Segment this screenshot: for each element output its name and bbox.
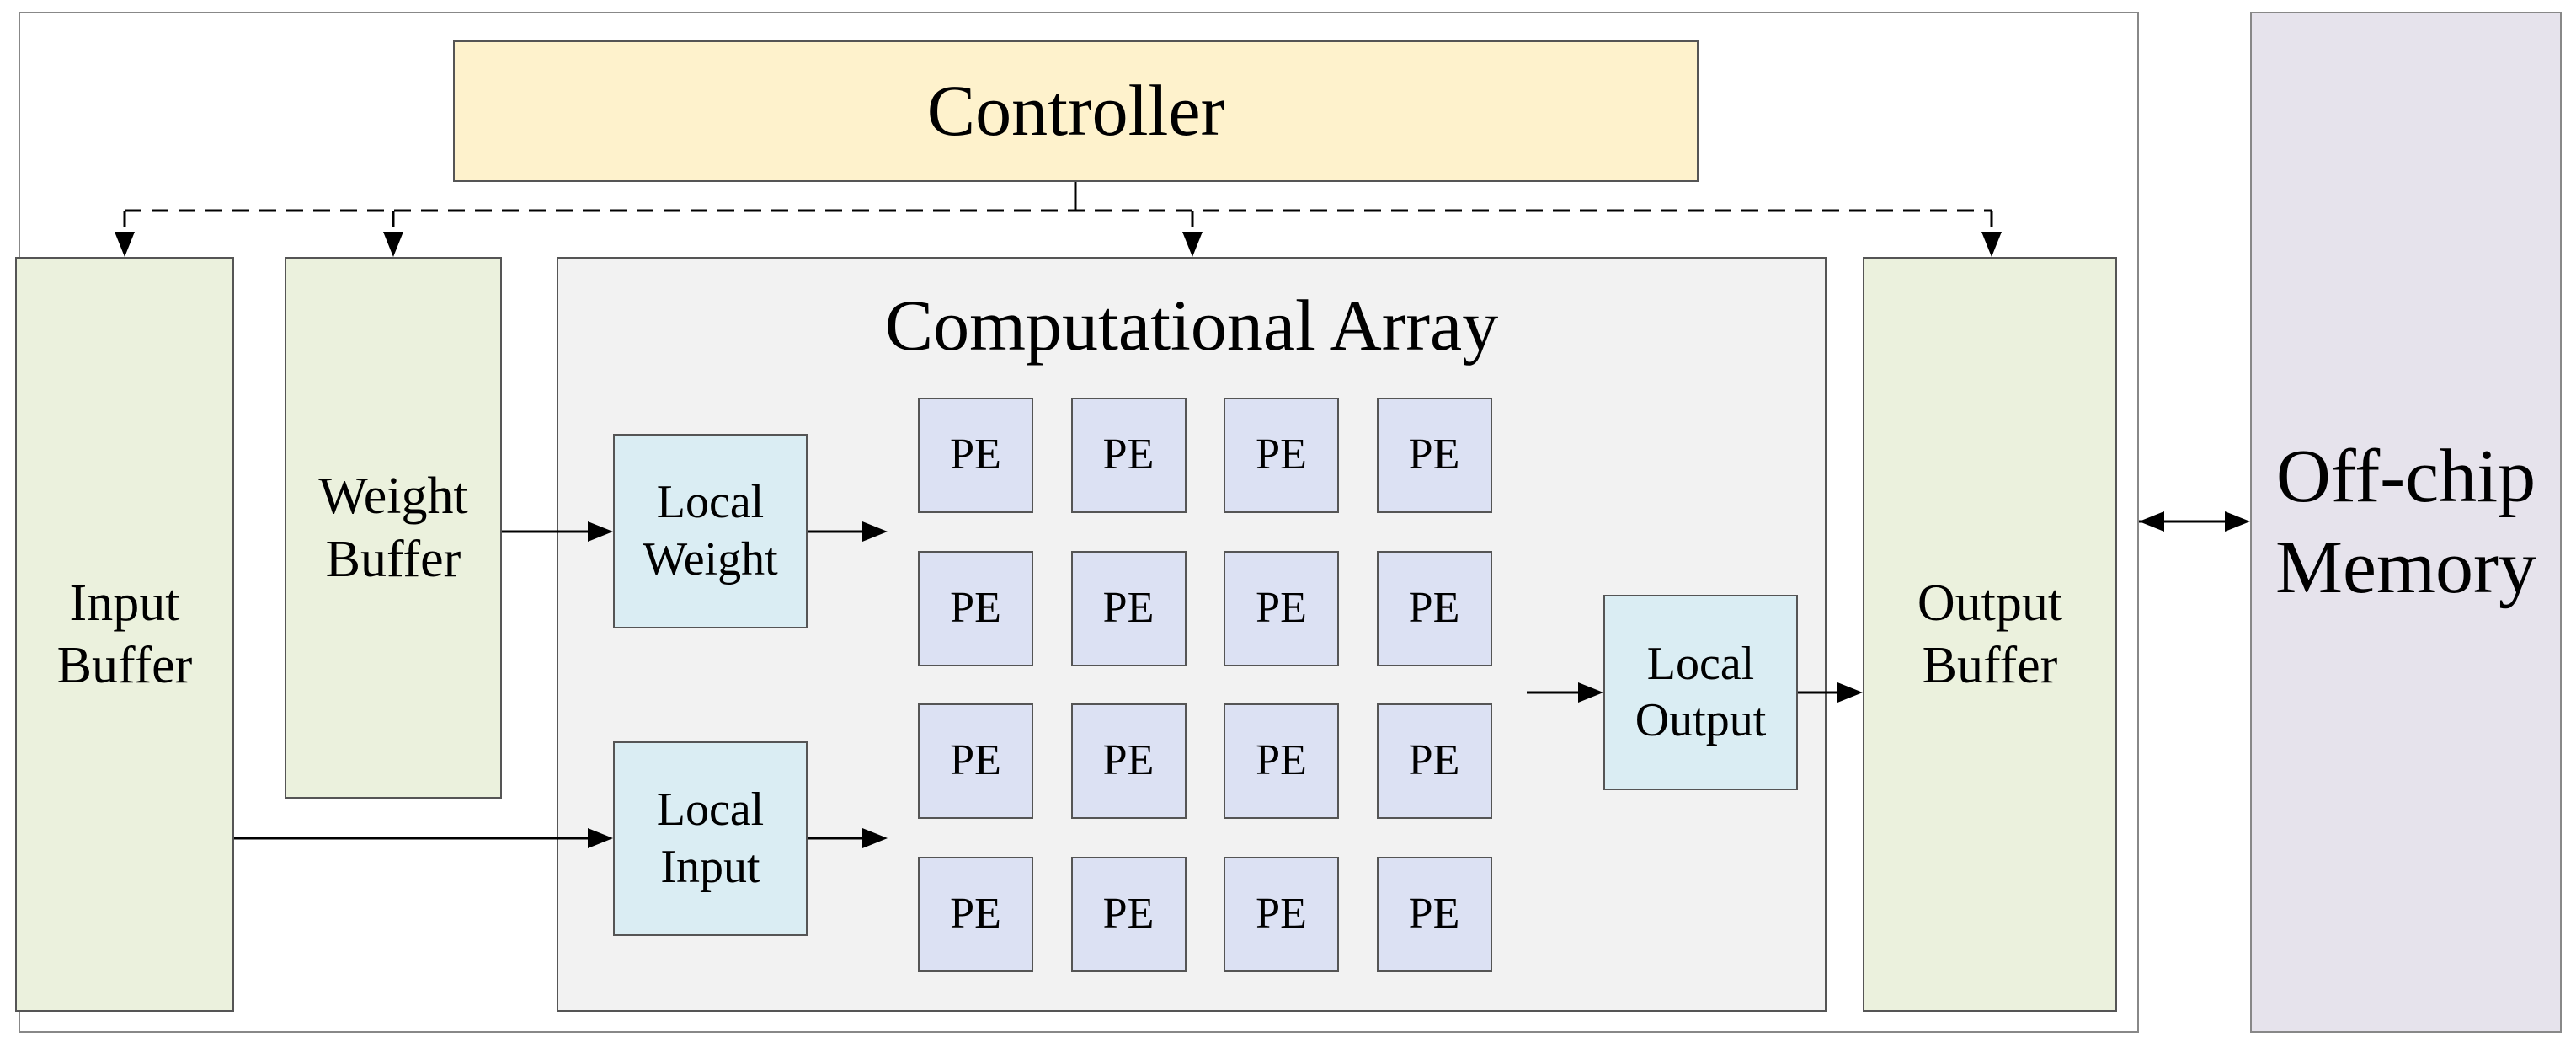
arrowhead-pe-from-input xyxy=(862,828,888,848)
pe-label: PE xyxy=(1408,583,1460,632)
pe-cell: PE xyxy=(1224,856,1339,972)
controller-block: Controller xyxy=(453,40,1699,182)
pe-label: PE xyxy=(1102,889,1155,938)
pe-cell: PE xyxy=(1376,703,1492,819)
pe-label: PE xyxy=(950,736,1001,785)
pe-cell: PE xyxy=(1224,550,1339,666)
pe-label: PE xyxy=(950,889,1001,938)
weight-buffer-label: Weight Buffer xyxy=(318,468,468,588)
offchip-memory-block: Off-chip Memory xyxy=(2250,12,2562,1033)
pe-label: PE xyxy=(1408,889,1460,938)
controller-label: Controller xyxy=(926,70,1225,152)
pe-label: PE xyxy=(1256,736,1307,785)
pe-label: PE xyxy=(1256,889,1307,938)
arrowhead-weight-buffer xyxy=(383,232,403,257)
pe-cell: PE xyxy=(918,703,1033,819)
local-input-block: Local Input xyxy=(613,741,808,936)
pe-grid: PE PE PE PE PE PE PE PE PE PE PE PE PE PE PE PE xyxy=(918,398,1492,972)
arrowhead-input-buffer xyxy=(115,232,135,257)
arrowhead-local-weight xyxy=(588,521,613,542)
pe-cell: PE xyxy=(1070,550,1187,666)
pe-cell: PE xyxy=(1376,550,1492,666)
local-weight-block: Local Weight xyxy=(613,434,808,628)
pe-cell: PE xyxy=(1224,703,1339,819)
output-buffer-block: Output Buffer xyxy=(1863,257,2117,1012)
arrowhead-to-output-buffer xyxy=(2139,511,2164,532)
weight-buffer-block: Weight Buffer xyxy=(285,257,502,799)
pe-label: PE xyxy=(1256,430,1307,479)
local-output-label: Local Output xyxy=(1635,637,1767,746)
local-output-block: Local Output xyxy=(1603,595,1798,790)
arrowhead-to-memory xyxy=(2225,511,2250,532)
input-buffer-label: Input Buffer xyxy=(56,574,193,694)
pe-cell: PE xyxy=(918,856,1033,972)
offchip-memory-label: Off-chip Memory xyxy=(2275,435,2536,609)
output-buffer-label: Output Buffer xyxy=(1917,574,2063,694)
pe-label: PE xyxy=(1256,583,1307,632)
pe-cell: PE xyxy=(1070,703,1187,819)
pe-label: PE xyxy=(950,583,1001,632)
arrowhead-pe-from-weight xyxy=(862,521,888,542)
local-weight-label: Local Weight xyxy=(643,476,778,585)
arrowhead-local-output xyxy=(1578,682,1603,703)
pe-label: PE xyxy=(1102,583,1155,632)
input-buffer-block: Input Buffer xyxy=(15,257,234,1012)
arrowhead-output-buffer xyxy=(1981,232,2002,257)
pe-label: PE xyxy=(1408,736,1460,785)
pe-cell: PE xyxy=(918,398,1033,513)
pe-label: PE xyxy=(1102,430,1155,479)
pe-cell: PE xyxy=(918,550,1033,666)
pe-label: PE xyxy=(950,430,1001,479)
pe-cell: PE xyxy=(1070,856,1187,972)
pe-cell: PE xyxy=(1376,398,1492,513)
arrowhead-array xyxy=(1182,232,1203,257)
pe-cell: PE xyxy=(1070,398,1187,513)
pe-cell: PE xyxy=(1224,398,1339,513)
pe-label: PE xyxy=(1408,430,1460,479)
arrowhead-local-input xyxy=(588,828,613,848)
local-input-label: Local Input xyxy=(656,783,765,893)
pe-label: PE xyxy=(1102,736,1155,785)
arrowhead-output-buffer-in xyxy=(1837,682,1863,703)
pe-cell: PE xyxy=(1376,856,1492,972)
computational-array-title: Computational Array xyxy=(884,285,1499,366)
